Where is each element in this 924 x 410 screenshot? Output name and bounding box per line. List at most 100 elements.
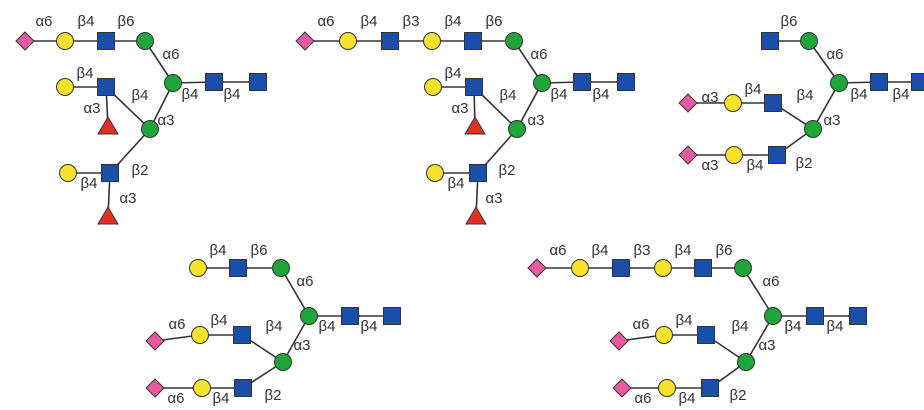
linkage-label: β4 xyxy=(675,242,692,259)
linkage-label: β2 xyxy=(132,162,149,179)
glcnac-symbol xyxy=(97,78,115,96)
linkage-label: β4 xyxy=(851,86,868,103)
linkage-label: β4 xyxy=(132,87,149,104)
mannose-symbol xyxy=(508,120,526,138)
linkage-label: α3 xyxy=(758,337,775,354)
linkage-label: β4 xyxy=(827,318,844,335)
glcnac-symbol xyxy=(697,326,715,344)
fucose-symbol xyxy=(465,206,487,225)
galactose-symbol xyxy=(191,326,209,344)
fucose-symbol xyxy=(97,116,119,135)
sialic-acid-symbol xyxy=(145,331,165,351)
glcnac-symbol xyxy=(341,307,359,325)
sialic-acid-symbol xyxy=(527,258,547,278)
glcnac-symbol xyxy=(612,259,630,277)
galactose-symbol xyxy=(56,78,74,96)
glycosidic-bond xyxy=(742,267,774,317)
galactose-symbol xyxy=(725,146,743,164)
galactose-symbol xyxy=(424,78,442,96)
linkage-label: α3 xyxy=(157,112,174,129)
linkage-label: β4 xyxy=(361,318,378,335)
linkage-label: β2 xyxy=(265,387,282,404)
linkage-label: α3 xyxy=(83,100,100,117)
linkage-label: β6 xyxy=(486,13,503,30)
linkage-label: α3 xyxy=(485,190,502,207)
mannose-symbol xyxy=(533,74,551,92)
sialic-acid-symbol xyxy=(609,331,629,351)
mannose-symbol xyxy=(737,353,755,371)
glcnac-symbol xyxy=(465,78,483,96)
linkage-label: β4 xyxy=(745,81,762,98)
glycosidic-bond xyxy=(280,267,310,317)
linkage-label: α3 xyxy=(701,157,718,174)
sialic-acid-symbol xyxy=(678,145,698,165)
glcnac-symbol xyxy=(617,73,635,91)
glcnac-symbol xyxy=(469,164,487,182)
linkage-label: β6 xyxy=(716,242,733,259)
mannose-symbol xyxy=(505,32,523,50)
linkage-label: β4 xyxy=(551,86,568,103)
mannose-symbol xyxy=(300,307,318,325)
glcnac-symbol xyxy=(849,307,867,325)
glycan-3: β4 β4 α6 α3 β6 β4 β4 α3 β2 β4 α3 xyxy=(678,13,924,174)
linkage-label: β4 xyxy=(448,175,465,192)
linkage-label: α6 xyxy=(826,46,843,63)
linkage-label: β4 xyxy=(500,87,517,104)
glcnac-symbol xyxy=(768,146,786,164)
linkage-label: β4 xyxy=(266,318,283,335)
linkage-label: α6 xyxy=(632,316,649,333)
linkage-label: β3 xyxy=(634,242,651,259)
linkage-label: β2 xyxy=(796,155,813,172)
glcnac-symbol xyxy=(694,259,712,277)
linkage-label: α6 xyxy=(317,13,334,30)
galactose-symbol xyxy=(59,164,77,182)
linkage-label: α3 xyxy=(119,190,136,207)
sialic-acid-symbol xyxy=(15,31,35,51)
glcnac-symbol xyxy=(870,73,888,91)
linkage-label: β6 xyxy=(781,13,798,30)
linkage-label: β4 xyxy=(319,318,336,335)
galactose-symbol xyxy=(571,259,589,277)
glcnac-symbol xyxy=(761,32,779,50)
linkage-label: β4 xyxy=(81,175,98,192)
linkage-label: α6 xyxy=(530,46,547,63)
mannose-symbol xyxy=(800,32,818,50)
linkage-label: β6 xyxy=(118,13,135,30)
mannose-symbol xyxy=(272,259,290,277)
mannose-symbol xyxy=(804,120,822,138)
fucose-symbol xyxy=(464,116,486,135)
linkage-label: β4 xyxy=(592,242,609,259)
linkage-label: β4 xyxy=(77,65,94,82)
linkage-label: β4 xyxy=(213,390,230,407)
fucose-symbol xyxy=(97,206,119,225)
linkage-label: α3 xyxy=(293,337,310,354)
linkage-label: β4 xyxy=(785,318,802,335)
galactose-symbol xyxy=(339,32,357,50)
glcnac-symbol xyxy=(806,307,824,325)
linkage-label: α6 xyxy=(162,46,179,63)
galactose-symbol xyxy=(189,259,207,277)
linkage-label: α3 xyxy=(701,89,718,106)
linkage-label: α3 xyxy=(451,100,468,117)
linkage-label: α6 xyxy=(167,390,184,407)
linkage-label: α3 xyxy=(823,112,840,129)
glcnac-symbol xyxy=(234,379,252,397)
glcnac-symbol xyxy=(573,73,591,91)
linkage-label: β2 xyxy=(499,162,516,179)
linkage-label: α6 xyxy=(634,390,651,407)
linkage-label: β4 xyxy=(78,13,95,30)
mannose-symbol xyxy=(164,74,182,92)
mannose-symbol xyxy=(830,74,848,92)
mannose-symbol xyxy=(136,32,154,50)
linkage-label: β6 xyxy=(251,242,268,259)
linkage-label: β4 xyxy=(893,86,910,103)
linkage-label: β4 xyxy=(747,157,764,174)
sialic-acid-symbol xyxy=(678,93,698,113)
linkage-label: β3 xyxy=(403,13,420,30)
linkage-label: β4 xyxy=(797,87,814,104)
glcnac-symbol xyxy=(383,307,401,325)
linkage-label: α3 xyxy=(527,112,544,129)
